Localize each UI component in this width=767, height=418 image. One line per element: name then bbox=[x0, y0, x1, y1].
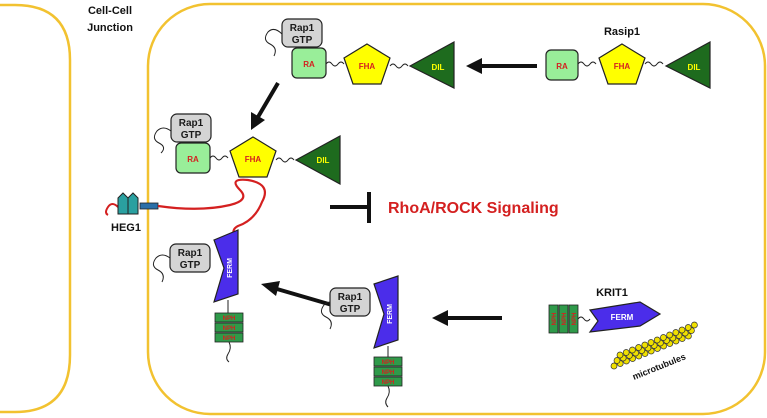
bound-dil-domain bbox=[408, 40, 455, 89]
krit1-left-ferm-text: FERM bbox=[227, 258, 234, 278]
left-cell-membrane bbox=[0, 3, 72, 414]
heg1-label: HEG1 bbox=[111, 222, 141, 234]
krit1-free-ferm-text: FERM bbox=[611, 313, 634, 322]
microtubule-bead bbox=[610, 362, 618, 370]
rap1-mid-bottom-box bbox=[329, 287, 371, 317]
signaling-label: RhoA/ROCK Signaling bbox=[388, 200, 559, 217]
krit1-left-nph-3-text: NPH bbox=[223, 336, 236, 342]
junction-label-line2: Junction bbox=[87, 22, 133, 34]
rasip1-ra-text: RA bbox=[556, 62, 568, 71]
microtubule-bead bbox=[616, 351, 624, 359]
krit1-mid-nph-3-text: NPH bbox=[382, 380, 395, 386]
krit1-left-nph-1 bbox=[214, 312, 244, 323]
arrow-bound-to-complex-head bbox=[251, 112, 265, 130]
rasip1-linker-1 bbox=[577, 61, 597, 67]
complex-dil-domain bbox=[294, 134, 341, 186]
krit1-free-nph-1 bbox=[548, 304, 559, 334]
complex-ra-text: RA bbox=[187, 155, 199, 164]
bound-ra-domain bbox=[291, 47, 327, 79]
rap1-mid-tail bbox=[153, 127, 172, 154]
krit1-left-ferm-domain bbox=[213, 229, 239, 303]
microtubule-bead bbox=[672, 329, 680, 336]
bound-fha-text: FHA bbox=[359, 62, 376, 71]
krit1-free-nph-2-text: NPH bbox=[562, 313, 568, 326]
rap1-mid-line1: Rap1 bbox=[179, 118, 204, 129]
bound-linker-1 bbox=[325, 61, 345, 67]
rasip1-dil-text: DIL bbox=[688, 63, 701, 72]
bound-ra-text: RA bbox=[303, 60, 315, 69]
krit1-free-ferm-domain bbox=[588, 301, 662, 333]
junction-label-line1: Cell-Cell bbox=[88, 5, 132, 17]
rasip1-dil-domain bbox=[664, 40, 711, 89]
heg1-domain-1 bbox=[117, 192, 129, 215]
krit1-left-nph-1-text: NPH bbox=[223, 316, 236, 322]
arrow-krit1-to-membrane bbox=[276, 287, 333, 307]
microtubule-bead bbox=[647, 339, 655, 346]
bound-dil-text: DIL bbox=[432, 63, 445, 72]
rap1-top-line1: Rap1 bbox=[290, 23, 315, 34]
arrow-krit1-to-membrane-head bbox=[261, 281, 280, 296]
bound-linker-2 bbox=[389, 63, 409, 69]
rap1-top-tail bbox=[264, 28, 283, 57]
arrow-free-krit1-to-bound-head bbox=[432, 310, 448, 326]
krit1-free-linker bbox=[577, 316, 591, 322]
krit1-mid-nph-2 bbox=[373, 366, 403, 377]
krit1-free-nph-1-text: NPH bbox=[552, 313, 558, 326]
heg1-transmembrane bbox=[139, 202, 159, 210]
rasip1-fha-domain bbox=[598, 43, 646, 85]
rap1-left-line2: GTP bbox=[180, 260, 201, 271]
complex-fha-text: FHA bbox=[245, 155, 262, 164]
microtubule-bead bbox=[684, 324, 692, 331]
microtubule-bead bbox=[622, 349, 630, 356]
microtubule-bead bbox=[613, 357, 621, 364]
krit1-mid-tail bbox=[385, 385, 390, 408]
microtubule-bead bbox=[678, 326, 686, 334]
rasip1-ra-domain bbox=[545, 49, 579, 81]
microtubule-bead bbox=[629, 346, 636, 354]
rap1-left-tail bbox=[152, 254, 171, 283]
krit1-mid-ferm-text: FERM bbox=[387, 304, 394, 324]
rap1-left-box bbox=[169, 243, 211, 273]
bound-fha-domain bbox=[343, 43, 391, 85]
complex-linker-2 bbox=[275, 157, 295, 163]
rap1-mid-bottom-line1: Rap1 bbox=[338, 292, 363, 303]
rasip1-linker-2 bbox=[644, 61, 664, 67]
complex-fha-domain bbox=[229, 136, 277, 178]
rap1-mid-line2: GTP bbox=[181, 130, 202, 141]
krit1-mid-nph-2-text: NPH bbox=[382, 370, 395, 376]
krit1-mid-nph-1-text: NPH bbox=[382, 360, 395, 366]
microtubule-bead bbox=[666, 331, 673, 339]
complex-linker-1 bbox=[209, 155, 229, 161]
rap1-mid-box bbox=[170, 113, 212, 143]
rap1-top-line2: GTP bbox=[292, 35, 313, 46]
krit1-left-nph-2 bbox=[214, 322, 244, 333]
complex-dil-text: DIL bbox=[317, 156, 330, 165]
microtubule-bead bbox=[691, 321, 698, 329]
microtubule-bead bbox=[660, 334, 667, 341]
krit1-left-nph-2-text: NPH bbox=[223, 326, 236, 332]
rasip1-label: Rasip1 bbox=[604, 26, 640, 38]
heg1-cytoplasmic-tail bbox=[157, 178, 266, 239]
krit1-mid-nph-1 bbox=[373, 356, 403, 367]
rap1-top-box bbox=[281, 18, 323, 48]
krit1-left-tail bbox=[226, 341, 231, 363]
arrow-bound-to-complex bbox=[256, 81, 280, 119]
heg1-domain-2 bbox=[127, 192, 139, 215]
krit1-free-nph-3-text: NPH bbox=[572, 313, 578, 326]
krit1-free-nph-2 bbox=[558, 304, 569, 334]
microtubule-bead bbox=[653, 336, 661, 344]
rasip1-fha-text: FHA bbox=[614, 62, 631, 71]
microtubule-bead bbox=[635, 344, 642, 351]
microtubule-bead bbox=[641, 341, 649, 349]
microtubule-beads bbox=[610, 321, 698, 370]
arrow-rasip1-to-bound-head bbox=[466, 58, 482, 74]
rap1-left-line1: Rap1 bbox=[178, 248, 203, 259]
heg1-extracellular-tail bbox=[105, 203, 119, 216]
rap1-mid-bottom-line2: GTP bbox=[340, 304, 361, 315]
krit1-label: KRIT1 bbox=[596, 287, 628, 299]
krit1-mid-ferm-domain bbox=[373, 275, 399, 349]
